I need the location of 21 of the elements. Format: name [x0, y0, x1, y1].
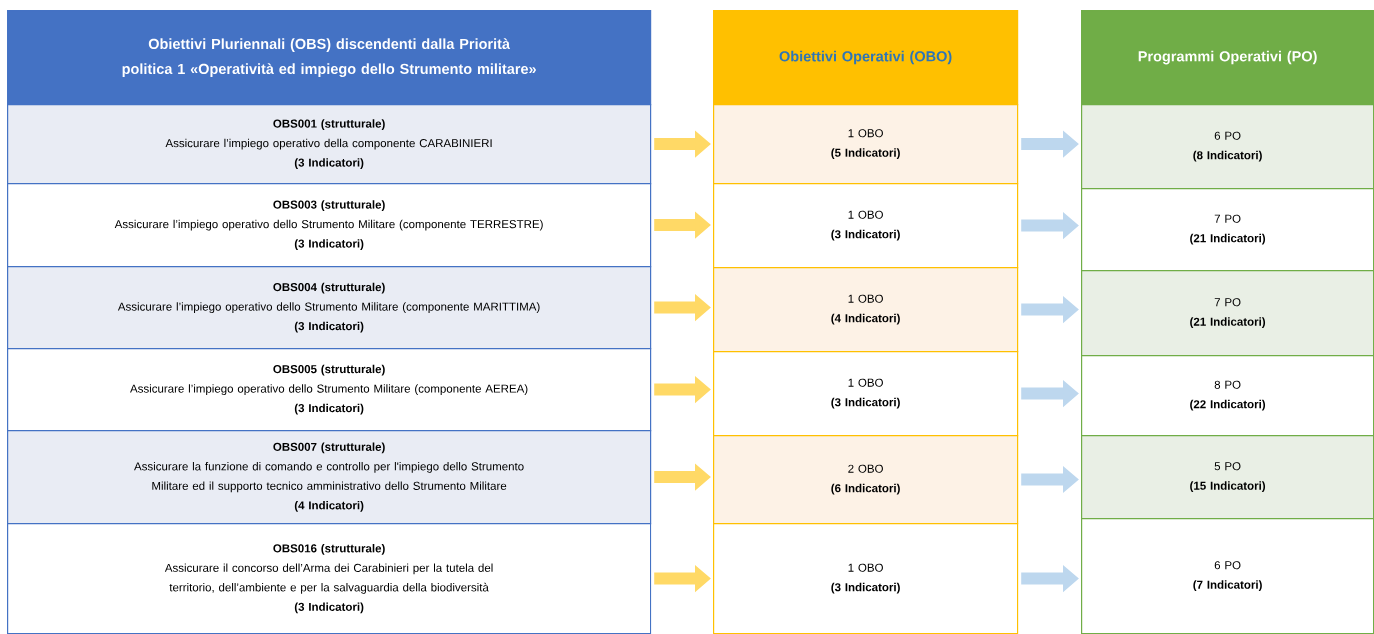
operational-box: 1 OBO (3 Indicatori): [713, 183, 1019, 269]
column-header: Obiettivi Pluriennali (OBS) discendenti dalla Priorità politica 1 «Operatività ed impiego dello Strumento militare»: [7, 10, 652, 106]
operational-box: 1 OBO (4 Indicatori): [713, 267, 1019, 353]
program-box: 5 PO (15 Indicatori): [1081, 435, 1374, 520]
program-box: 8 PO (22 Indicatori): [1081, 355, 1374, 437]
objective-box: OBS003 (strutturale) Assicurare l’impiego operativo dello Strumento Militare (componente TERRESTRE) (3 Indicatori): [7, 183, 652, 268]
objective-box: OBS016 (strutturale) Assicurare il concorso dell’Arma dei Carabinieri per la tutela del territorio, dell’ambiente e per la salvaguardia della biodiversità (3 Indicatori): [7, 523, 652, 634]
operational-box: 1 OBO (3 Indicatori): [713, 351, 1019, 437]
column-header: Programmi Operativi (PO): [1081, 10, 1374, 106]
program-box: 6 PO (8 Indicatori): [1081, 104, 1374, 190]
operational-box: 1 OBO (5 Indicatori): [713, 104, 1019, 185]
column-header: Obiettivi Operativi (OBO): [713, 10, 1019, 106]
objective-box: OBS007 (strutturale) Assicurare la funzione di comando e controllo per l'impiego dello Strumento Militare ed il supporto tecnico amministrativo dello Strumento Militare (4 Indicatori): [7, 430, 652, 525]
objective-box: OBS005 (strutturale) Assicurare l’impiego operativo dello Strumento Militare (componente AEREA) (3 Indicatori): [7, 348, 652, 432]
program-box: 7 PO (21 Indicatori): [1081, 270, 1374, 357]
objective-box: OBS004 (strutturale) Assicurare l’impiego operativo dello Strumento Militare (componente MARITTIMA) (3 Indicatori): [7, 266, 652, 350]
operational-box: 2 OBO (6 Indicatori): [713, 435, 1019, 525]
objective-box: OBS001 (strutturale) Assicurare l’impiego operativo della componente CARABINIERI (3 Indicatori): [7, 104, 652, 185]
program-box: 6 PO (7 Indicatori): [1081, 518, 1374, 634]
program-box: 7 PO (21 Indicatori): [1081, 188, 1374, 272]
operational-box: 1 OBO (3 Indicatori): [713, 523, 1019, 634]
